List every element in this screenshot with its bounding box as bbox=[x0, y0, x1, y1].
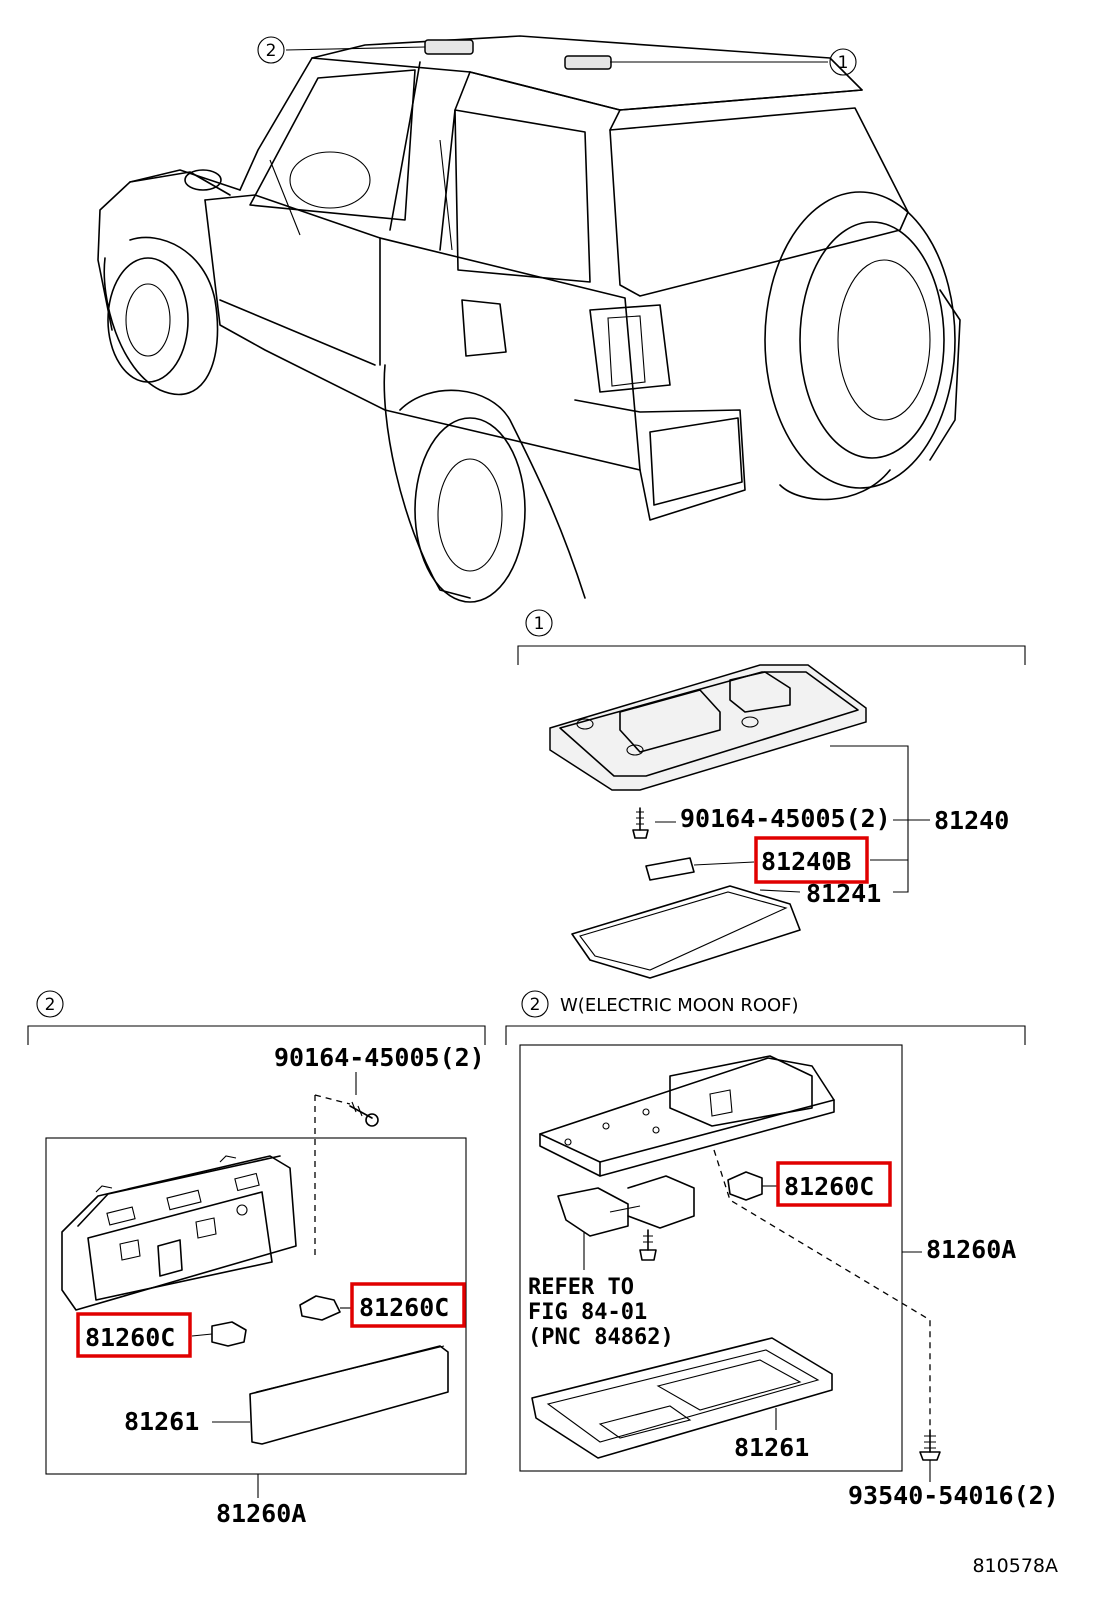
moonroof-lamp-housing bbox=[539, 1055, 835, 1177]
svg-text:1: 1 bbox=[838, 53, 849, 73]
callout-1-top: 1 bbox=[829, 48, 857, 76]
svg-text:2: 2 bbox=[266, 41, 277, 61]
refer-line-1: REFER TO bbox=[528, 1275, 634, 1300]
part-number-93540-54016: 93540-54016(2) bbox=[848, 1481, 1059, 1510]
screw-icon bbox=[632, 807, 676, 839]
part-number-81260C-a: 81260C bbox=[359, 1293, 449, 1322]
screw-icon bbox=[349, 1101, 379, 1127]
bulb-icon bbox=[299, 1295, 352, 1321]
screw-icon bbox=[639, 1229, 657, 1261]
dome-lamp-housing bbox=[549, 664, 867, 791]
screw-icon bbox=[919, 1429, 941, 1482]
highlight-81260C-left-left bbox=[76, 1312, 192, 1358]
refer-line-2: FIG 84-01 bbox=[528, 1300, 647, 1325]
lamp-lens bbox=[571, 885, 801, 979]
part-number-90164-45005-s2: 90164-45005(2) bbox=[274, 1043, 485, 1072]
part-number-81260A-left: 81260A bbox=[216, 1499, 306, 1528]
refer-line-3: (PNC 84862) bbox=[528, 1325, 674, 1350]
callout-2-left: 2 bbox=[36, 990, 64, 1018]
bulb-icon bbox=[727, 1171, 778, 1201]
condition-note: W(ELECTRIC MOON ROOF) bbox=[560, 995, 799, 1016]
highlight-81260C-right bbox=[776, 1161, 892, 1207]
part-number-81260C-c: 81260C bbox=[784, 1172, 874, 1201]
part-number-81241: 81241 bbox=[806, 879, 881, 908]
highlight-81240B bbox=[754, 836, 869, 884]
svg-text:1: 1 bbox=[534, 614, 545, 634]
map-lamp-housing bbox=[61, 1155, 297, 1311]
callout-1-section: 1 bbox=[525, 609, 553, 637]
bulb-icon bbox=[191, 1321, 247, 1347]
moonroof-lamp-lens bbox=[531, 1337, 833, 1459]
section-2-right: 2 W(ELECTRIC MOON ROOF) 81260A 81260C bbox=[505, 990, 1059, 1510]
callout-2-top: 2 bbox=[257, 36, 285, 64]
assembly-box-81260A-left bbox=[45, 1137, 467, 1475]
vehicle-illustration bbox=[97, 35, 961, 603]
map-lamp-lens bbox=[249, 1345, 449, 1445]
assembly-box-81260A-right bbox=[519, 1044, 903, 1472]
part-number-90164-45005-s1: 90164-45005(2) bbox=[680, 804, 891, 833]
section-1: 1 90164-45005(2) 81240 bbox=[517, 609, 1026, 979]
part-number-81260A-right: 81260A bbox=[926, 1235, 1016, 1264]
figure-id: 810578A bbox=[972, 1555, 1058, 1577]
part-number-81260C-b: 81260C bbox=[85, 1323, 175, 1352]
connector-icon bbox=[557, 1175, 695, 1237]
bulb-icon bbox=[645, 857, 755, 881]
part-number-81261-right: 81261 bbox=[734, 1433, 809, 1462]
part-number-81240B: 81240B bbox=[761, 847, 851, 876]
part-number-81240: 81240 bbox=[934, 806, 1009, 835]
svg-text:2: 2 bbox=[530, 995, 541, 1015]
callout-2-right: 2 bbox=[521, 990, 549, 1018]
part-number-81261-left: 81261 bbox=[124, 1407, 199, 1436]
section-2-left: 2 90164-45005(2) bbox=[27, 990, 486, 1528]
svg-text:2: 2 bbox=[45, 995, 56, 1015]
highlight-81260C-left-right bbox=[350, 1282, 466, 1328]
